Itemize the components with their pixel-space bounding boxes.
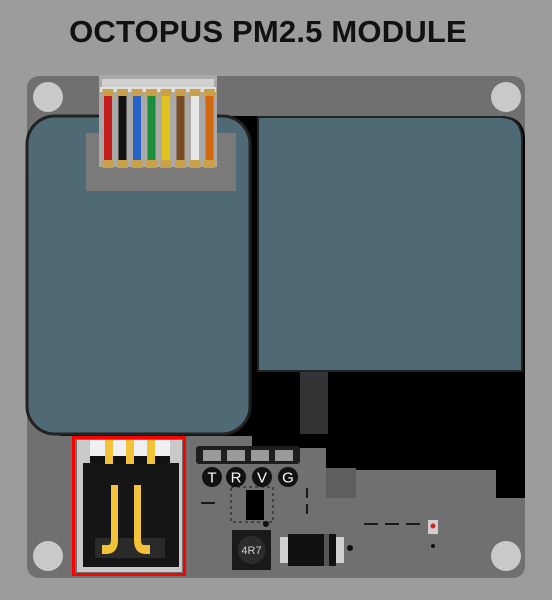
pin-marker-g [278,467,298,487]
pin-label-g: G [282,470,294,487]
diode-dot [347,545,353,551]
ribbon-wire [176,96,185,162]
pin-header-pad-3 [251,450,269,461]
inductor-label: 4R7 [241,545,261,557]
wire-top-contact [131,89,143,97]
highlight-box [72,436,186,576]
wire-top-contact [102,89,114,97]
jst-pin-top-1 [105,440,113,464]
jst-pin-top-2 [126,440,134,464]
ribbon-wire [162,96,170,162]
module-title: OCTOPUS PM2.5 MODULE [69,14,467,49]
sensor-notch [326,468,356,498]
led-dot [431,544,435,548]
pin-label-r: R [231,470,242,487]
pin-header-pad-1 [203,450,221,461]
mounting-hole-top-left [33,82,63,112]
ribbon-wire [104,96,112,162]
diode-cathode-band [324,534,329,566]
sensor-housing-right [257,116,523,372]
wire-bottom-contact [102,160,114,168]
ribbon-wire [191,96,199,162]
silkscreen-dash-3 [385,523,399,525]
ribbon-wire [133,96,141,162]
sot-component [246,490,264,520]
silkscreen-tick-1 [306,488,308,498]
pin-header [196,446,300,464]
wire-bottom-contact [117,160,128,168]
jst-contact-left [102,485,118,554]
jst-pin-top-3 [147,440,155,464]
mounting-hole-bottom-right [491,541,521,571]
diode-lead-left [280,537,290,563]
ribbon-wire [205,96,214,162]
inductor-core [237,536,266,564]
ribbon-wire [147,96,156,162]
wire-bottom-contact [204,160,215,168]
silkscreen-tick-2 [306,504,308,514]
wire-top-contact [204,89,215,97]
jst-contact-right [134,485,150,554]
pin-label-v: V [257,470,267,487]
ribbon-wire [118,96,127,162]
pin-marker-v [252,467,272,487]
silkscreen-dash-2 [364,523,378,525]
wire-bottom-contact [131,160,143,168]
wire-bottom-contact [189,160,201,168]
wire-top-contact [117,89,128,97]
wire-top-contact [189,89,201,97]
ribbon-cable-wires [102,89,215,168]
wire-top-contact [160,89,172,97]
wire-bottom-contact [160,160,172,168]
pin1-dot [263,521,269,527]
pin-header-pad-4 [275,450,293,461]
silkscreen-dash [201,502,215,504]
diode-lead-right [334,537,344,563]
pin-marker-r [226,467,246,487]
pin-header-pad-2 [227,450,245,461]
mounting-hole-top-right [491,82,521,112]
led-red-dot [430,523,436,529]
pin-marker-t [202,467,222,487]
silkscreen-dash-4 [406,523,420,525]
wire-bottom-contact [146,160,157,168]
wire-bottom-contact [175,160,186,168]
component-outline [230,486,274,523]
wire-top-contact [175,89,186,97]
wire-top-contact [146,89,157,97]
mounting-hole-bottom-left [33,541,63,571]
ribbon-connector-top [102,79,214,87]
pin-label-t: T [207,470,216,487]
sensor-vent-strip [300,372,328,434]
ribbon-connector-edge [100,87,216,92]
